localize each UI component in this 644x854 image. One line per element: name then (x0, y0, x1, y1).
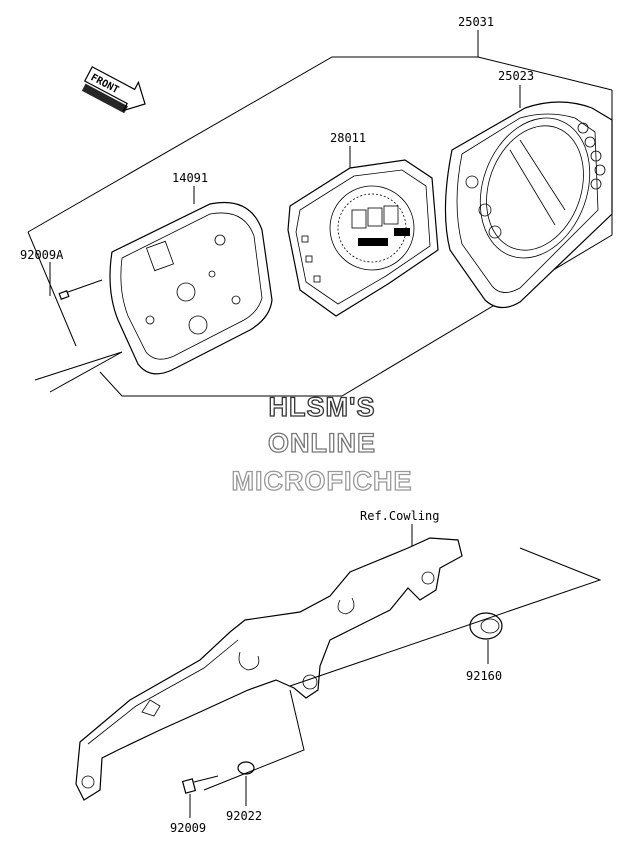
meter-bracket (75, 524, 463, 801)
label-25031: 25031 (458, 15, 494, 29)
label-14091: 14091 (172, 171, 208, 185)
part-labels: 25031 25023 28011 14091 92009A Ref.Cowli… (20, 15, 534, 835)
meter-case-14091 (109, 186, 273, 375)
label-92022: 92022 (226, 809, 262, 823)
meter-cover-25023 (444, 85, 613, 309)
watermark: HLSM'S ONLINE MICROFICHE (231, 391, 413, 496)
front-arrow-icon: FRONT (81, 66, 146, 114)
bolt-92009 (181, 775, 219, 818)
label-92160: 92160 (466, 669, 502, 683)
label-ref-cowling: Ref.Cowling (360, 509, 439, 523)
watermark-line-3: MICROFICHE (232, 466, 413, 496)
label-25023: 25023 (498, 69, 534, 83)
washer-92022 (203, 689, 305, 806)
screw-92009A (49, 262, 103, 300)
meter-unit-28011 (287, 146, 439, 317)
label-28011: 28011 (330, 131, 366, 145)
watermark-line-2: ONLINE (268, 428, 376, 458)
label-92009A: 92009A (20, 248, 64, 262)
label-92009: 92009 (170, 821, 206, 835)
grommet-92160 (289, 547, 602, 687)
watermark-line-1: HLSM'S (269, 392, 376, 422)
